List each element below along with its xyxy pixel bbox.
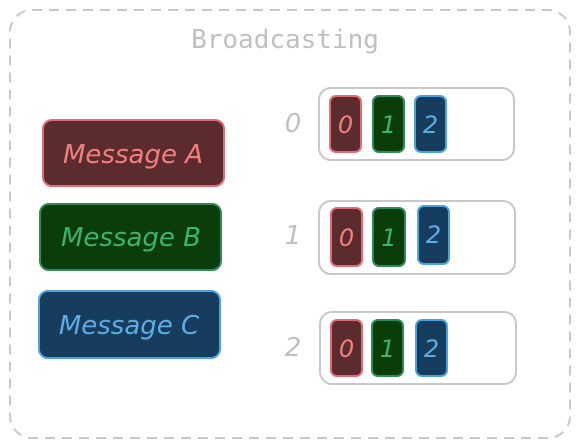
message-c: Message C: [38, 290, 221, 359]
outer-frame: [9, 9, 571, 439]
slot-label: 0: [338, 111, 353, 139]
message-a: Message A: [42, 119, 225, 187]
receiver-0: 0 0 1 2: [285, 87, 515, 161]
slot-message-c: [417, 205, 450, 265]
slot-label: 1: [380, 335, 395, 363]
message-a-label: Message A: [63, 140, 203, 170]
message-c-label: Message C: [59, 311, 200, 341]
slot-message-a: [330, 207, 363, 267]
message-b-label: Message B: [61, 223, 201, 253]
diagram-title: Broadcasting: [191, 25, 379, 55]
slot-message-a: [330, 319, 363, 377]
slot-message-b: [371, 319, 404, 377]
slot-message-c: [415, 319, 448, 377]
slot-label: 1: [381, 111, 396, 139]
slot-label: 1: [381, 224, 396, 252]
message-b: Message B: [39, 203, 222, 271]
slot-label: 0: [339, 335, 354, 363]
slot-label: 2: [423, 111, 438, 139]
slot-message-b: [372, 95, 405, 153]
slot-label: 2: [424, 335, 439, 363]
receiver-queue: [318, 87, 515, 161]
slot-message-b: [372, 207, 406, 267]
receiver-index: 2: [285, 333, 302, 363]
slot-label: 2: [426, 221, 441, 249]
receiver-index: 1: [285, 221, 302, 251]
slot-label: 0: [339, 224, 354, 252]
receiver-index: 0: [285, 109, 302, 139]
receiver-2: 2 0 1 2: [285, 311, 517, 385]
message-b-box: [39, 203, 222, 271]
receiver-queue: [319, 311, 517, 385]
slot-message-c: [414, 95, 447, 153]
slot-message-a: [329, 95, 362, 153]
receiver-1: 1 0 1 2: [285, 200, 516, 275]
receiver-queue: [318, 200, 516, 275]
message-a-box: [42, 119, 225, 187]
message-c-box: [38, 290, 221, 359]
